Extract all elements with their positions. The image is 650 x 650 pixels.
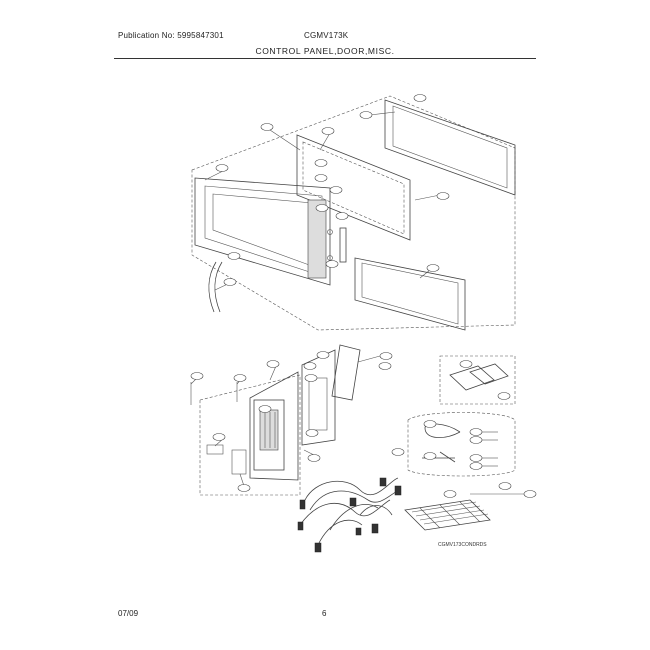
callout	[436, 192, 450, 200]
callout	[314, 174, 328, 182]
callout	[523, 490, 537, 498]
door-panel	[296, 134, 411, 241]
model-number: CGMV173K	[304, 31, 349, 40]
door-latch	[339, 227, 347, 263]
latch-spring	[327, 229, 333, 235]
callout	[227, 252, 241, 260]
callout	[469, 462, 483, 470]
door-screen	[354, 257, 466, 331]
section-title: CONTROL PANEL,DOOR,MISC.	[255, 46, 395, 56]
callout	[469, 454, 483, 462]
callout	[233, 374, 247, 382]
callout	[316, 351, 330, 359]
callout	[423, 452, 437, 460]
callout	[321, 127, 335, 135]
door-hinge-strip	[307, 199, 327, 279]
callout	[307, 454, 321, 462]
control-panel-assembly	[190, 344, 393, 496]
callout	[314, 159, 328, 167]
callout	[426, 264, 440, 272]
wire-harness	[297, 477, 402, 553]
board-circuit	[308, 377, 328, 431]
figure-label: CGMV173CONDRDS	[438, 542, 487, 548]
door-handle	[208, 261, 217, 313]
manual-sheet	[449, 365, 495, 391]
callout	[497, 392, 511, 400]
callout	[212, 433, 226, 441]
door-glass-inner	[392, 105, 508, 189]
callout	[469, 436, 483, 444]
footer-date: 07/09	[118, 609, 139, 618]
manuals-outline	[439, 355, 516, 405]
callout	[498, 482, 512, 490]
callout	[359, 111, 373, 119]
door-frame	[194, 177, 331, 286]
door-assembly	[191, 94, 516, 331]
control-label	[206, 444, 224, 455]
harness-parts-outline	[407, 412, 516, 477]
callout	[260, 123, 274, 131]
callout	[413, 94, 427, 102]
callout	[190, 372, 204, 380]
callout	[304, 374, 318, 382]
callout	[237, 484, 251, 492]
door-assembly-outline	[191, 95, 516, 331]
callout	[391, 448, 405, 456]
door-glass	[384, 99, 516, 196]
callout	[305, 429, 319, 437]
callout	[223, 278, 237, 286]
page-number: 6	[322, 609, 327, 618]
control-panel-face	[253, 399, 285, 471]
board-bracket	[331, 344, 361, 401]
grease-filter	[404, 499, 491, 531]
publication-number: Publication No: 5995847301	[118, 31, 224, 40]
callout	[258, 405, 272, 413]
misc-parts	[391, 355, 537, 531]
callout	[443, 490, 457, 498]
header-rule	[114, 58, 536, 59]
callout	[459, 360, 473, 368]
callout	[379, 352, 393, 360]
callout	[325, 260, 339, 268]
door-handle-edge	[214, 261, 223, 313]
callout	[303, 362, 317, 370]
control-panel-frame	[249, 371, 299, 481]
door-screen-inner	[361, 262, 459, 325]
door-frame-inner	[204, 185, 323, 277]
callout	[266, 360, 280, 368]
callout	[329, 186, 343, 194]
callout	[335, 212, 349, 220]
manual-sheet	[469, 363, 509, 385]
callout	[423, 420, 437, 428]
callout	[469, 428, 483, 436]
callout	[378, 362, 392, 370]
callout	[215, 164, 229, 172]
control-bracket	[231, 449, 247, 475]
callout	[315, 204, 329, 212]
door-panel-perforation	[302, 141, 405, 235]
